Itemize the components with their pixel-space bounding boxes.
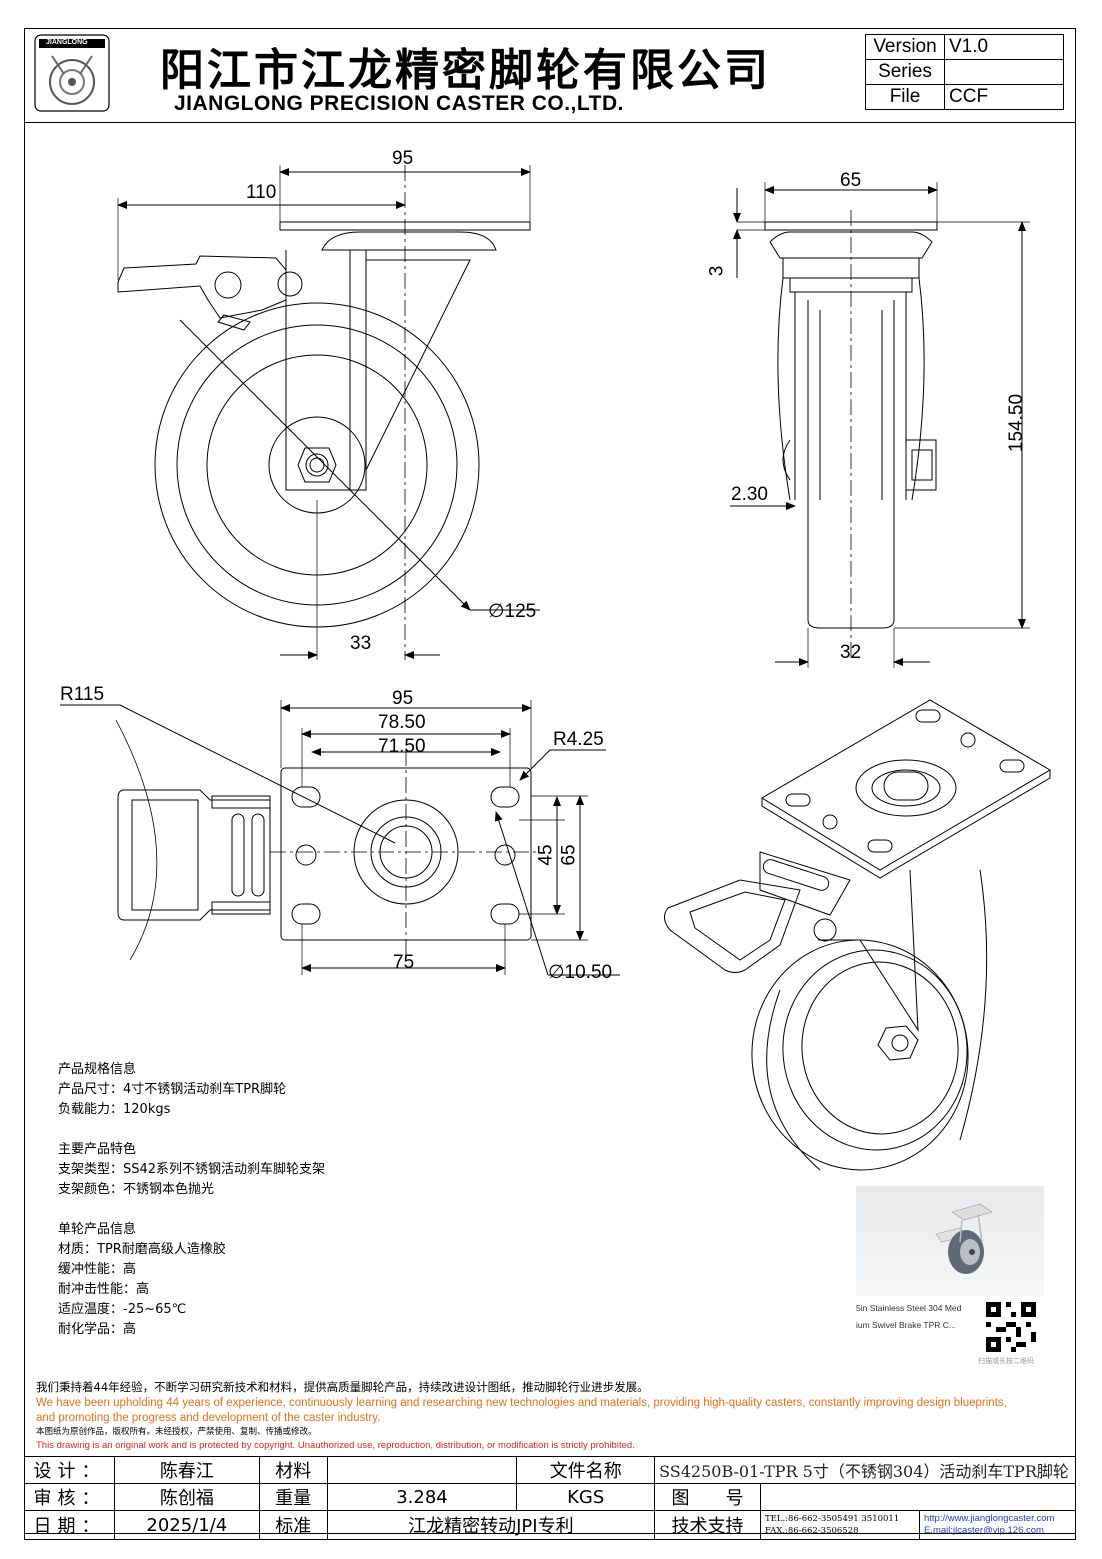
- dim-hole-diameter: ∅10.50: [548, 962, 613, 983]
- spec-line: 产品尺寸：4寸不锈钢活动刹车TPR脚轮: [58, 1082, 287, 1097]
- side-view: [730, 182, 1030, 668]
- drawing-no-label: 图 号: [654, 1483, 761, 1511]
- date-label: 日期：: [24, 1510, 115, 1540]
- spec-line: 适应温度：-25~65℃: [58, 1302, 187, 1317]
- mission-cn: 我们秉持着44年经验，不断学习研究新技术和材料，提供高质量脚轮产品，持续改进设计…: [36, 1380, 649, 1394]
- spec-section-size: 产品规格信息 产品尺寸：4寸不锈钢活动刹车TPR脚轮 负载能力：120kgs: [58, 1060, 286, 1120]
- dim-wheel-diameter: ∅125: [488, 601, 537, 622]
- review-label: 审核：: [24, 1483, 115, 1511]
- standard-label: 标准: [258, 1510, 328, 1540]
- designer-name: 陈春江: [113, 1456, 260, 1484]
- spec-line: 耐冲击性能：高: [58, 1282, 150, 1297]
- spec-line: 缓冲性能：高: [58, 1262, 137, 1277]
- dim-plate-thickness: 3: [706, 265, 728, 277]
- dim-clearance: 2.30: [731, 484, 768, 505]
- preview-caption: 5in Stainless Steel 304 Med ium Swivel B…: [856, 1300, 974, 1334]
- preview-caption-line: ium Swivel Brake TPR C...: [856, 1320, 956, 1330]
- dim-corner-radius: R4.25: [553, 729, 604, 750]
- dim-hole-span-outer: 78.50: [378, 712, 426, 733]
- support-label: 技术支持: [654, 1510, 761, 1540]
- spec-line: 耐化学品：高: [58, 1322, 137, 1337]
- company-name-cn: 阳江市江龙精密脚轮有限公司: [160, 45, 771, 96]
- dim-hole-span-bottom: 75: [393, 952, 415, 973]
- dim-front-overall: 110: [246, 182, 277, 203]
- spec-line: 支架颜色：不锈钢本色抛光: [58, 1182, 215, 1197]
- filename-value: SS4250B-01-TPR 5寸（不锈钢304）活动刹车TPR脚轮: [654, 1456, 1076, 1484]
- spec-title: 主要产品特色: [58, 1142, 137, 1157]
- filename-label: 文件名称: [516, 1456, 656, 1484]
- spec-title: 产品规格信息: [58, 1062, 137, 1077]
- top-view: [60, 700, 620, 976]
- dim-front-top-width: 95: [392, 148, 414, 169]
- header-divider: [24, 122, 1076, 123]
- standard-value: 江龙精密转动JPI专利: [326, 1510, 656, 1540]
- dim-plate-width: 95: [392, 688, 414, 709]
- mission-en-line1: We have been upholding 44 years of exper…: [36, 1397, 1007, 1409]
- reviewer-name: 陈创福: [113, 1483, 260, 1511]
- dim-hole-v-outer: 65: [558, 844, 580, 866]
- file-label: File: [865, 84, 945, 110]
- spec-line: 负载能力：120kgs: [58, 1102, 171, 1117]
- contact-cell: TEL.:86-662-3505491 3510011 FAX.:86-662-…: [759, 1510, 1077, 1540]
- version-label: Version: [865, 34, 945, 60]
- title-block: 设计： 陈春江 材料 文件名称 SS4250B-01-TPR 5寸（不锈钢304…: [24, 1456, 1077, 1540]
- dim-hole-span-inner: 71.50: [378, 736, 426, 757]
- spec-line: 材质：TPR耐磨高级人造橡胶: [58, 1242, 226, 1257]
- email-link[interactable]: E.mail:jlcaster@vip.126.com: [923, 1525, 1044, 1536]
- file-value: CCF: [944, 84, 1064, 110]
- tel-text: TEL.:86-662-3505491 3510011: [764, 1514, 900, 1524]
- dim-hole-v-inner: 45: [535, 844, 557, 866]
- legal-en: This drawing is an original work and is …: [36, 1440, 635, 1451]
- preview-caption-line: 5in Stainless Steel 304 Med: [856, 1303, 962, 1313]
- front-view: [117, 165, 540, 660]
- dim-wheel-width: 32: [840, 642, 862, 663]
- weight-unit: KGS: [516, 1483, 656, 1511]
- material-value: [326, 1456, 518, 1484]
- qr-code[interactable]: [986, 1302, 1036, 1352]
- design-label: 设计：: [24, 1456, 115, 1484]
- isometric-view: [664, 699, 1051, 1171]
- material-label: 材料: [258, 1456, 328, 1484]
- dim-side-top-width: 65: [840, 170, 862, 191]
- drawing-no-value: [759, 1483, 1077, 1511]
- company-name-en: JIANGLONG PRECISION CASTER CO.,LTD.: [174, 92, 624, 115]
- spec-title: 单轮产品信息: [58, 1222, 137, 1237]
- weight-value: 3.284: [326, 1483, 518, 1511]
- date-value: 2025/1/4: [113, 1510, 260, 1540]
- product-thumbnail: [856, 1186, 1044, 1296]
- fax-text: FAX.:86-662-3506528: [764, 1526, 859, 1536]
- spec-section-wheel: 单轮产品信息 材质：TPR耐磨高级人造橡胶 缓冲性能：高 耐冲击性能：高 适应温…: [58, 1220, 226, 1340]
- mission-en-line2: and promoting the progress and developme…: [36, 1412, 381, 1424]
- weight-label: 重量: [258, 1483, 328, 1511]
- company-logo: JIANGLONG: [34, 34, 110, 112]
- qr-caption: 扫描或长按二维码: [978, 1357, 1034, 1365]
- dim-overall-height: 154.50: [1006, 393, 1028, 453]
- product-preview-card[interactable]: 5in Stainless Steel 304 Med ium Swivel B…: [848, 1178, 1048, 1374]
- legal-cn: 本图纸为原创作品，版权所有。未经授权，严禁使用、复制、传播或修改。: [36, 1427, 317, 1437]
- series-label: Series: [865, 59, 945, 85]
- dim-brake-radius: R115: [60, 684, 105, 705]
- spec-line: 支架类型：SS42系列不锈钢活动刹车脚轮支架: [58, 1162, 326, 1177]
- dim-offset: 33: [350, 633, 372, 654]
- website-link[interactable]: http://www.jianglongcaster.com: [923, 1513, 1055, 1524]
- spec-section-features: 主要产品特色 支架类型：SS42系列不锈钢活动刹车脚轮支架 支架颜色：不锈钢本色…: [58, 1140, 325, 1200]
- logo-text: JIANGLONG: [46, 39, 88, 46]
